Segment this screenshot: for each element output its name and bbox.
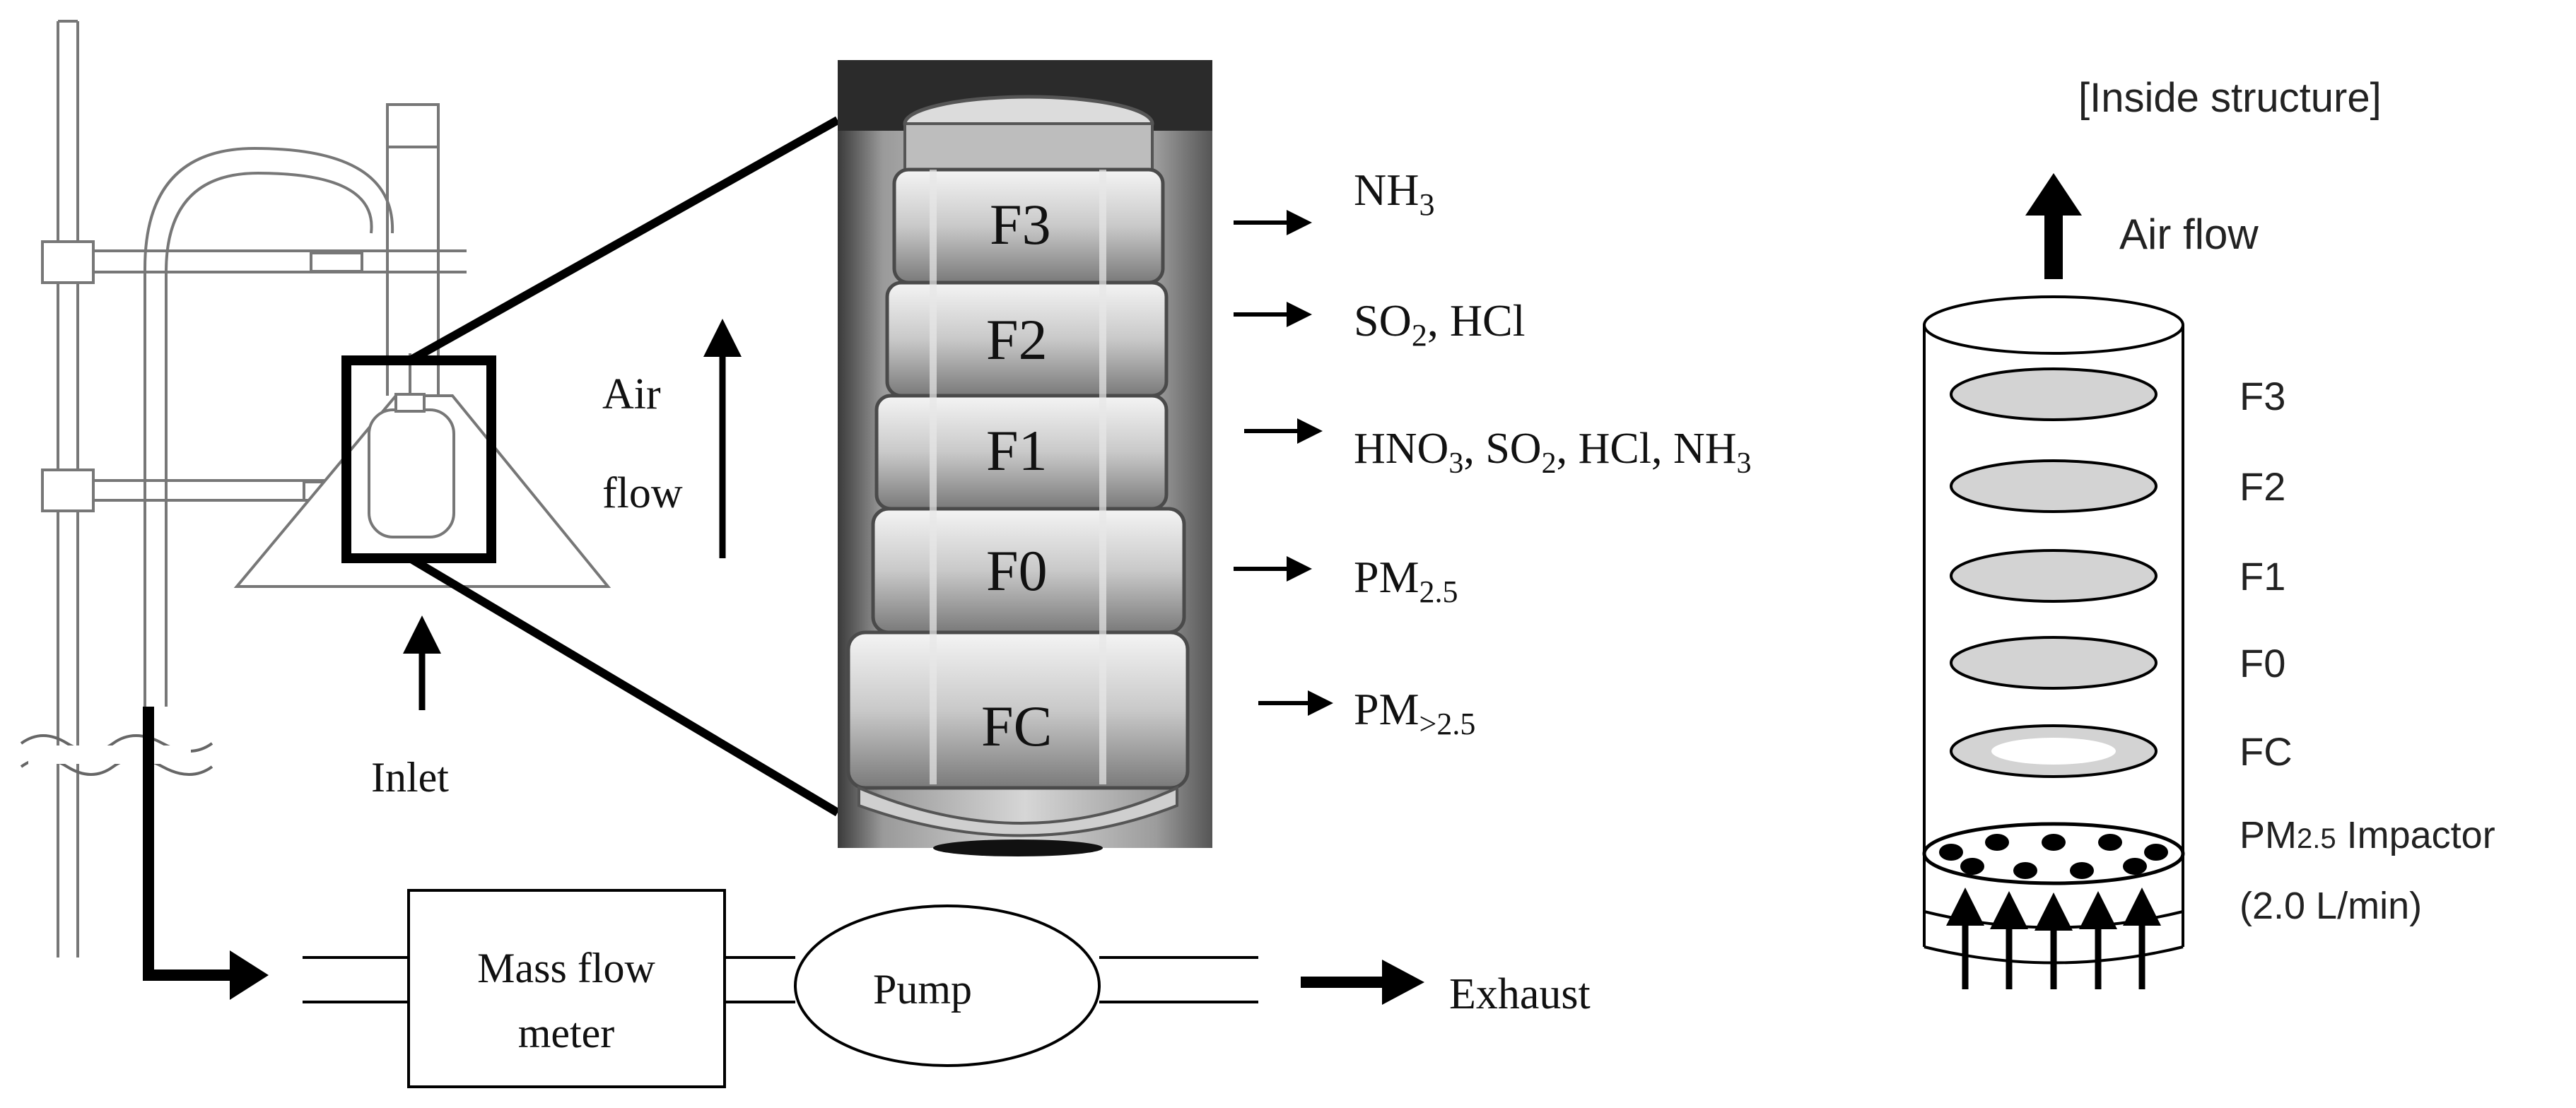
inside-air-flow-arrowhead (2025, 173, 2082, 216)
inside-filter-f2 (1950, 459, 2158, 513)
inside-label-f3: F3 (2240, 374, 2285, 418)
species-pm25: PM2.5 (1354, 552, 1458, 609)
mass-flow-meter-box (407, 889, 726, 1088)
exhaust-arrowhead (1382, 960, 1424, 1005)
photo-stage-label-f3: F3 (990, 192, 1051, 257)
species-pm-coarse: PM>2.5 (1354, 684, 1475, 741)
inside-label-f2: F2 (2240, 464, 2285, 509)
species-hno3-so2-hcl-nh3: HNO3, SO2, HCl, NH3 (1354, 425, 1752, 480)
sample-line (143, 707, 233, 981)
zoom-line-bottom (407, 554, 841, 817)
species-nh3: NH3 (1354, 165, 1434, 222)
exhaust-label: Exhaust (1449, 970, 1591, 1018)
inside-cylinder (1923, 295, 2184, 965)
photo-stage-label-f2: F2 (986, 307, 1048, 372)
filter-pack-photo (838, 60, 1212, 856)
inside-air-flow-label: Air flow (2119, 211, 2259, 258)
inlet-label: Inlet (371, 754, 449, 801)
impactor-plate (1922, 822, 2185, 885)
inside-filter-fc-center (1991, 738, 2116, 765)
inlet-flow-arrows (1946, 888, 2161, 989)
photo-stage-label-f1: F1 (986, 418, 1048, 483)
species-arrows (1234, 210, 1333, 716)
inside-structure-heading: [Inside structure] (2078, 75, 2382, 121)
photo-stage-label-f0: F0 (986, 538, 1048, 603)
inside-label-f0: F0 (2240, 641, 2285, 685)
inside-filter-f0 (1950, 636, 2158, 690)
inside-filter-f1 (1950, 549, 2158, 603)
inside-filter-f3 (1950, 367, 2158, 421)
photo-stage-label-fc: FC (981, 694, 1052, 758)
mass-flow-meter-line1: Mass flow (477, 945, 655, 991)
zoom-line-top (408, 116, 840, 365)
pump-ellipse (794, 904, 1101, 1067)
impactor-label: PM2.5 Impactor (2240, 814, 2495, 856)
inside-label-f1: F1 (2240, 554, 2285, 599)
impactor-nozzles (1939, 834, 2168, 879)
sampling-stand (20, 20, 611, 957)
inside-label-fc: FC (2240, 729, 2293, 774)
air-flow-label-air: Air (602, 370, 661, 418)
sample-line-arrowhead (230, 950, 269, 1000)
mass-flow-meter-line2: meter (518, 1010, 615, 1056)
zoom-box (341, 355, 496, 563)
pump-label: Pump (873, 966, 972, 1013)
air-flow-label-flow: flow (602, 469, 683, 517)
species-so2-hcl: SO2, HCl (1354, 295, 1526, 353)
flow-line (303, 956, 1258, 1003)
impactor-flow-label: (2.0 L/min) (2240, 885, 2422, 927)
